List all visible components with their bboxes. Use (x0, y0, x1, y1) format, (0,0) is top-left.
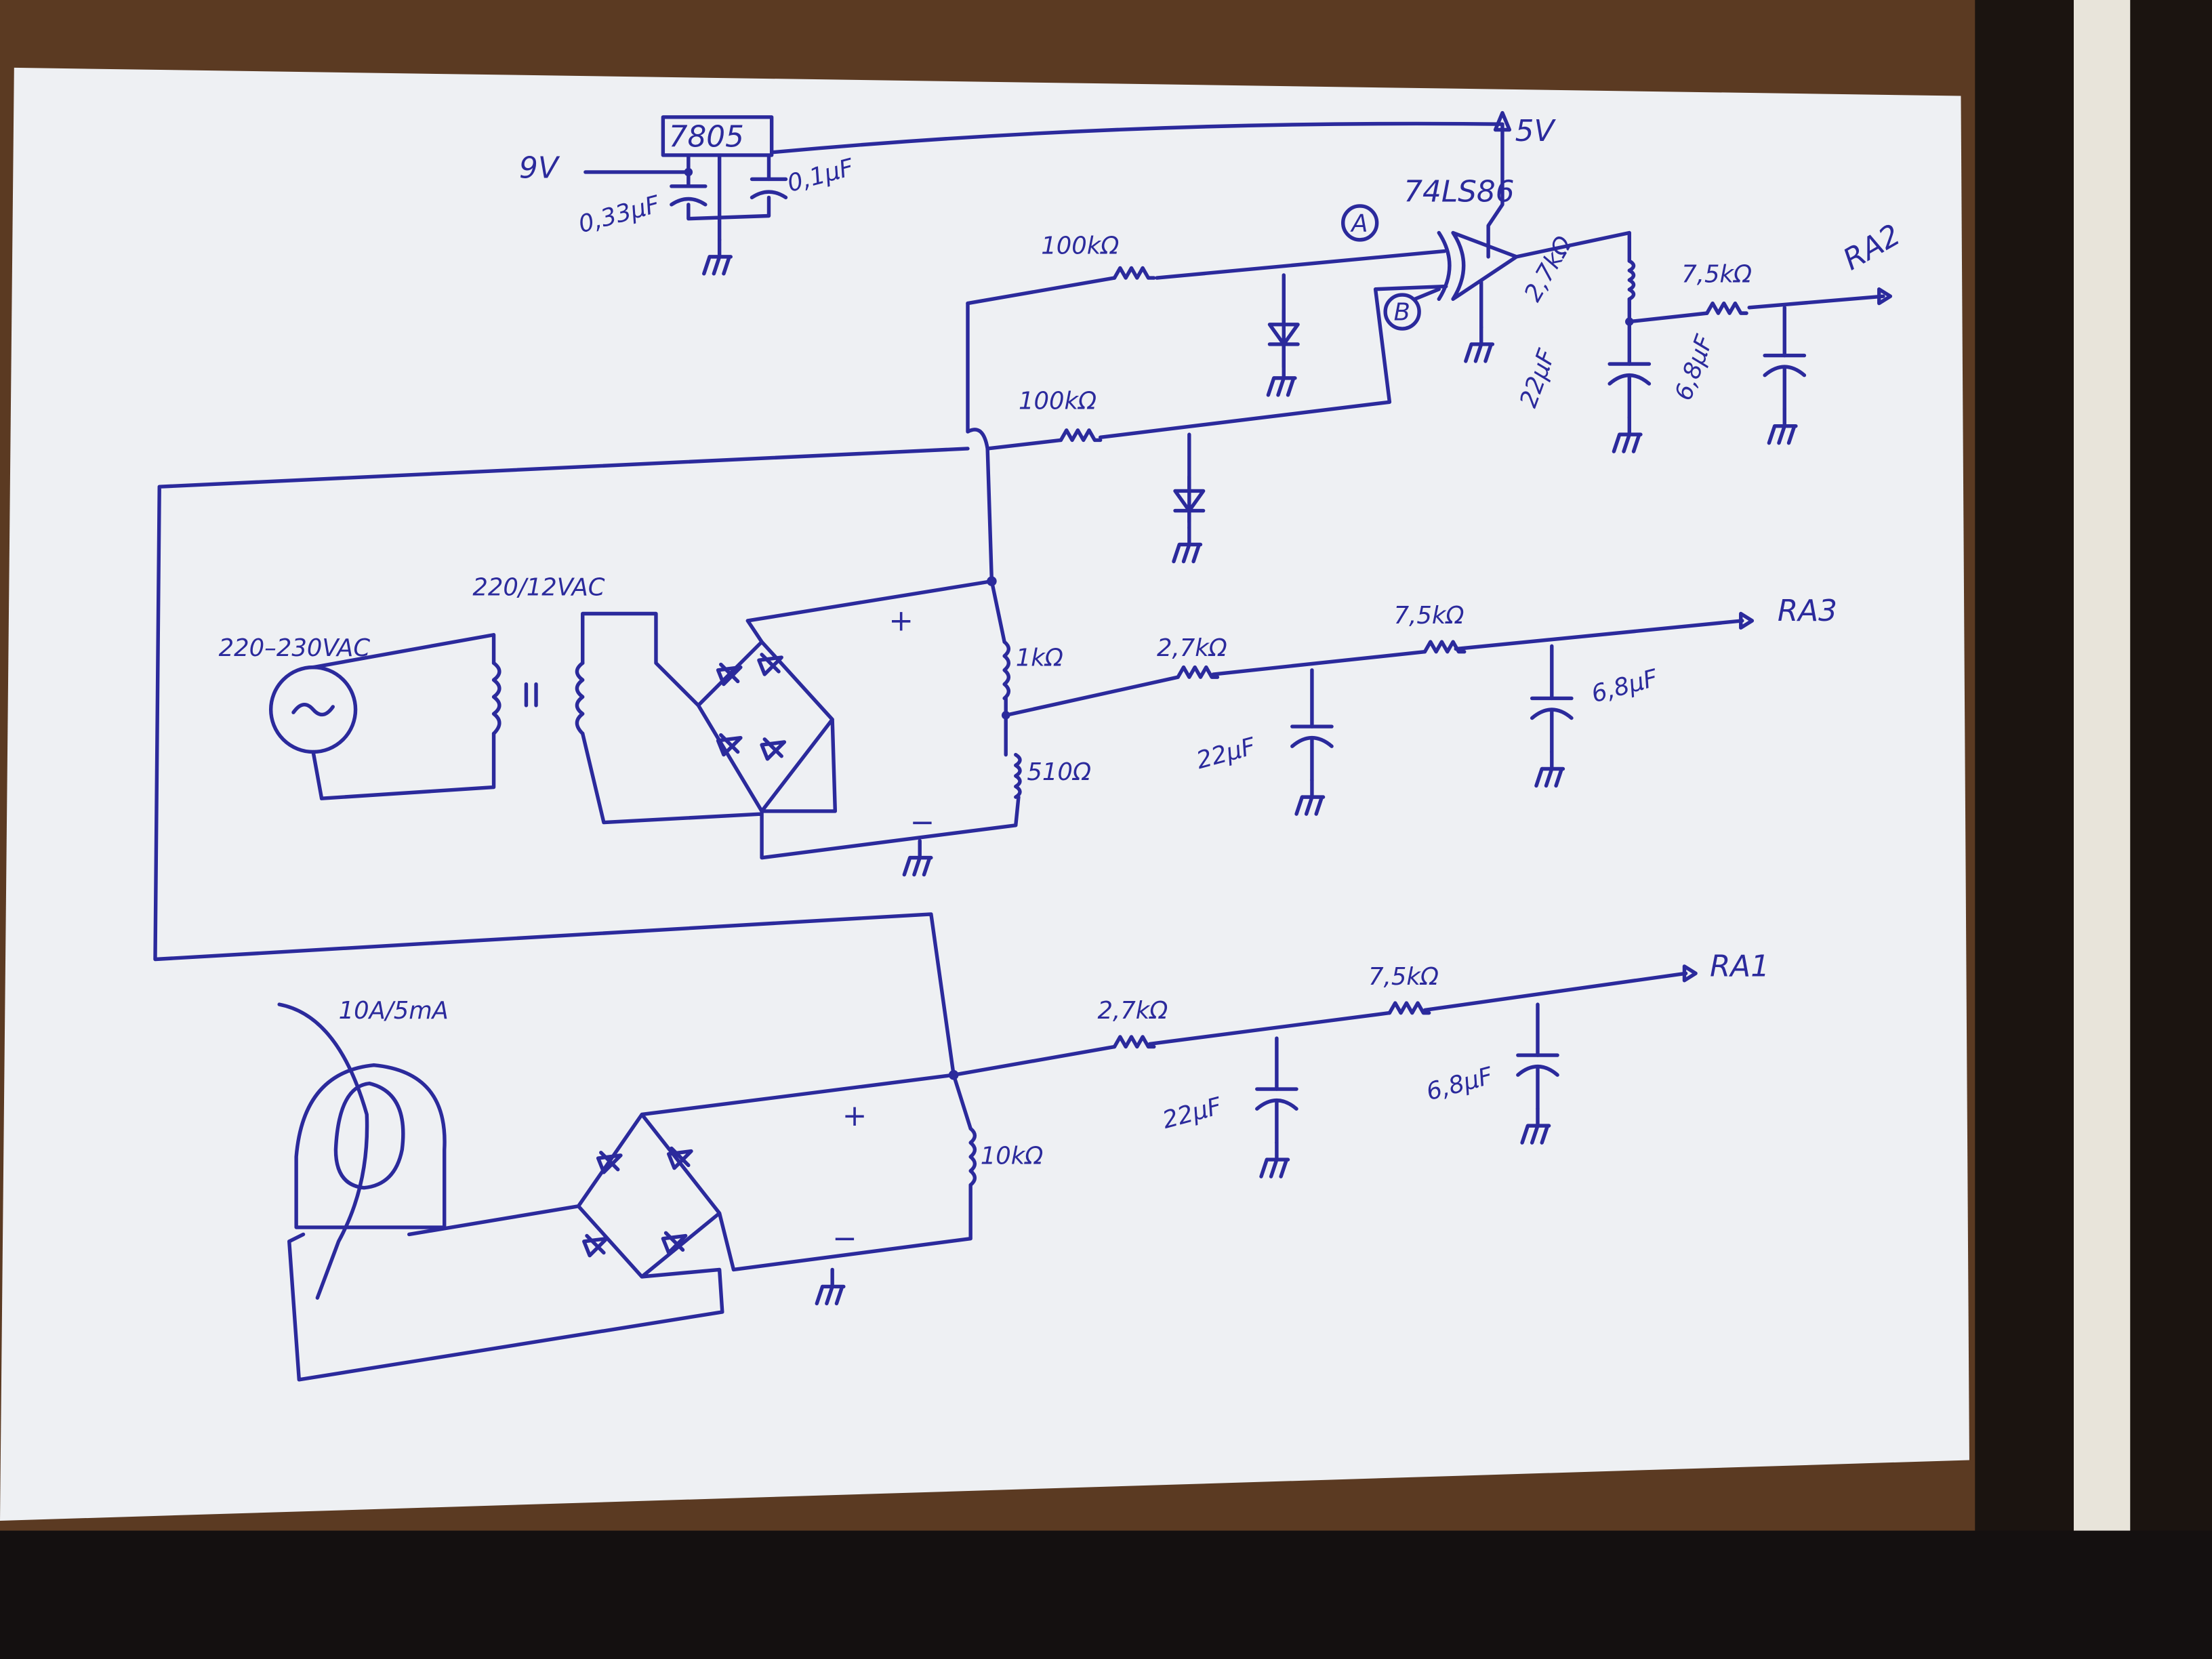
schematic (153, 110, 1893, 1382)
capacitor-icon (1290, 724, 1334, 782)
resistor-icon (1014, 752, 1022, 799)
diode-icon (1267, 308, 1300, 363)
transformer-coil-icon (491, 661, 585, 736)
resistor-icon (1176, 665, 1220, 679)
label-74ls86: 74LS86 (1404, 175, 1514, 209)
resistor-icon (1705, 301, 1748, 315)
label-minus-2: − (832, 1221, 857, 1256)
resistor-icon (968, 1126, 977, 1187)
resistor-icon (1002, 640, 1011, 701)
bridge-diode-icon (596, 1150, 623, 1174)
label-ra3: RA3 (1778, 594, 1837, 628)
resistor-icon (1112, 1035, 1156, 1049)
wire-5v-rail (769, 121, 1504, 259)
bridge-diode-icon (661, 1231, 688, 1255)
capacitor-icon (1516, 1053, 1559, 1111)
bridge-diode-icon (716, 662, 743, 687)
bridge-diode-icon (760, 737, 787, 761)
capacitor-icon (1255, 1087, 1298, 1145)
label-a: A (1350, 209, 1368, 237)
label-ra3-r1: 2,7kΩ (1157, 634, 1227, 662)
label-7805: 7805 (669, 119, 744, 154)
ground-icon (1767, 407, 1798, 445)
label-510: 510Ω (1027, 758, 1091, 786)
label-9v: 9V (519, 150, 560, 185)
input-a-marker (1341, 204, 1379, 242)
label-plus-2: + (842, 1099, 867, 1133)
capacitor-icon (670, 184, 708, 207)
label-10k: 10kΩ (981, 1142, 1044, 1170)
ground-icon (1266, 359, 1297, 397)
label-ct: 10A/5mA (339, 997, 449, 1025)
white-edge (2074, 0, 2131, 1659)
resistor-icon (1627, 259, 1636, 302)
ground-icon (1612, 415, 1643, 453)
label-ra1-r1: 2,7kΩ (1098, 997, 1168, 1025)
xor-gate (1437, 230, 1631, 302)
ground-icon (702, 238, 733, 276)
wire-ac-source (311, 633, 496, 800)
ground-icon (1534, 750, 1565, 788)
ground-icon (1294, 778, 1326, 816)
label-5v: 5V (1515, 114, 1557, 148)
label-1k: 1kΩ (1016, 644, 1063, 672)
label-plus-1: + (888, 603, 914, 638)
arrow-icon (1877, 287, 1893, 306)
capacitor-icon (750, 177, 788, 200)
ground-icon (1172, 525, 1203, 564)
sine-icon (291, 703, 335, 717)
label-ra1-r2: 7,5kΩ (1368, 963, 1439, 991)
label-minus-1: − (910, 805, 935, 840)
ac-source-icon (268, 665, 358, 754)
capacitor-icon (1607, 362, 1652, 419)
resistor-icon (1059, 428, 1103, 443)
bridge-diode-icon (666, 1146, 693, 1170)
input-b-marker (1383, 293, 1421, 331)
bridge-diode-icon (582, 1233, 609, 1258)
label-b: B (1394, 299, 1410, 327)
capacitor-icon (1763, 353, 1807, 411)
ground-icon (1464, 325, 1495, 363)
ground-icon (1520, 1107, 1551, 1145)
label-ra2-r2: 7,5kΩ (1681, 260, 1752, 288)
ground-icon (902, 838, 933, 877)
label-ra3-r2: 7,5kΩ (1394, 602, 1465, 630)
paper-sheet (0, 67, 1969, 1521)
arrow-5v-icon (1493, 110, 1512, 132)
wire-b-marker (1413, 287, 1441, 302)
arrow-icon (1739, 611, 1755, 630)
wire-main-loop (153, 301, 994, 1077)
bottom-frame (0, 1530, 2212, 1659)
ground-icon (815, 1267, 846, 1306)
current-transformer (277, 1002, 447, 1300)
diode-icon (1173, 474, 1206, 530)
arrow-icon (1682, 964, 1698, 983)
node-dots (684, 167, 1634, 1080)
label-100k-top: 100kΩ (1041, 232, 1119, 260)
resistor-icon (1422, 640, 1467, 654)
bridge-diode-icon (716, 733, 743, 757)
label-transformer: 220/12VAC (472, 573, 605, 601)
label-100k-bottom: 100kΩ (1019, 388, 1097, 415)
label-mains: 220–230VAC (219, 634, 371, 662)
resistor-icon (1387, 1001, 1431, 1015)
label-ra1: RA1 (1710, 949, 1769, 983)
wire-ra3 (1004, 619, 1744, 729)
capacitor-icon (1530, 696, 1574, 754)
ground-icon (1259, 1141, 1290, 1179)
bridge-diode-icon (757, 653, 783, 676)
resistor-icon (1112, 266, 1156, 280)
